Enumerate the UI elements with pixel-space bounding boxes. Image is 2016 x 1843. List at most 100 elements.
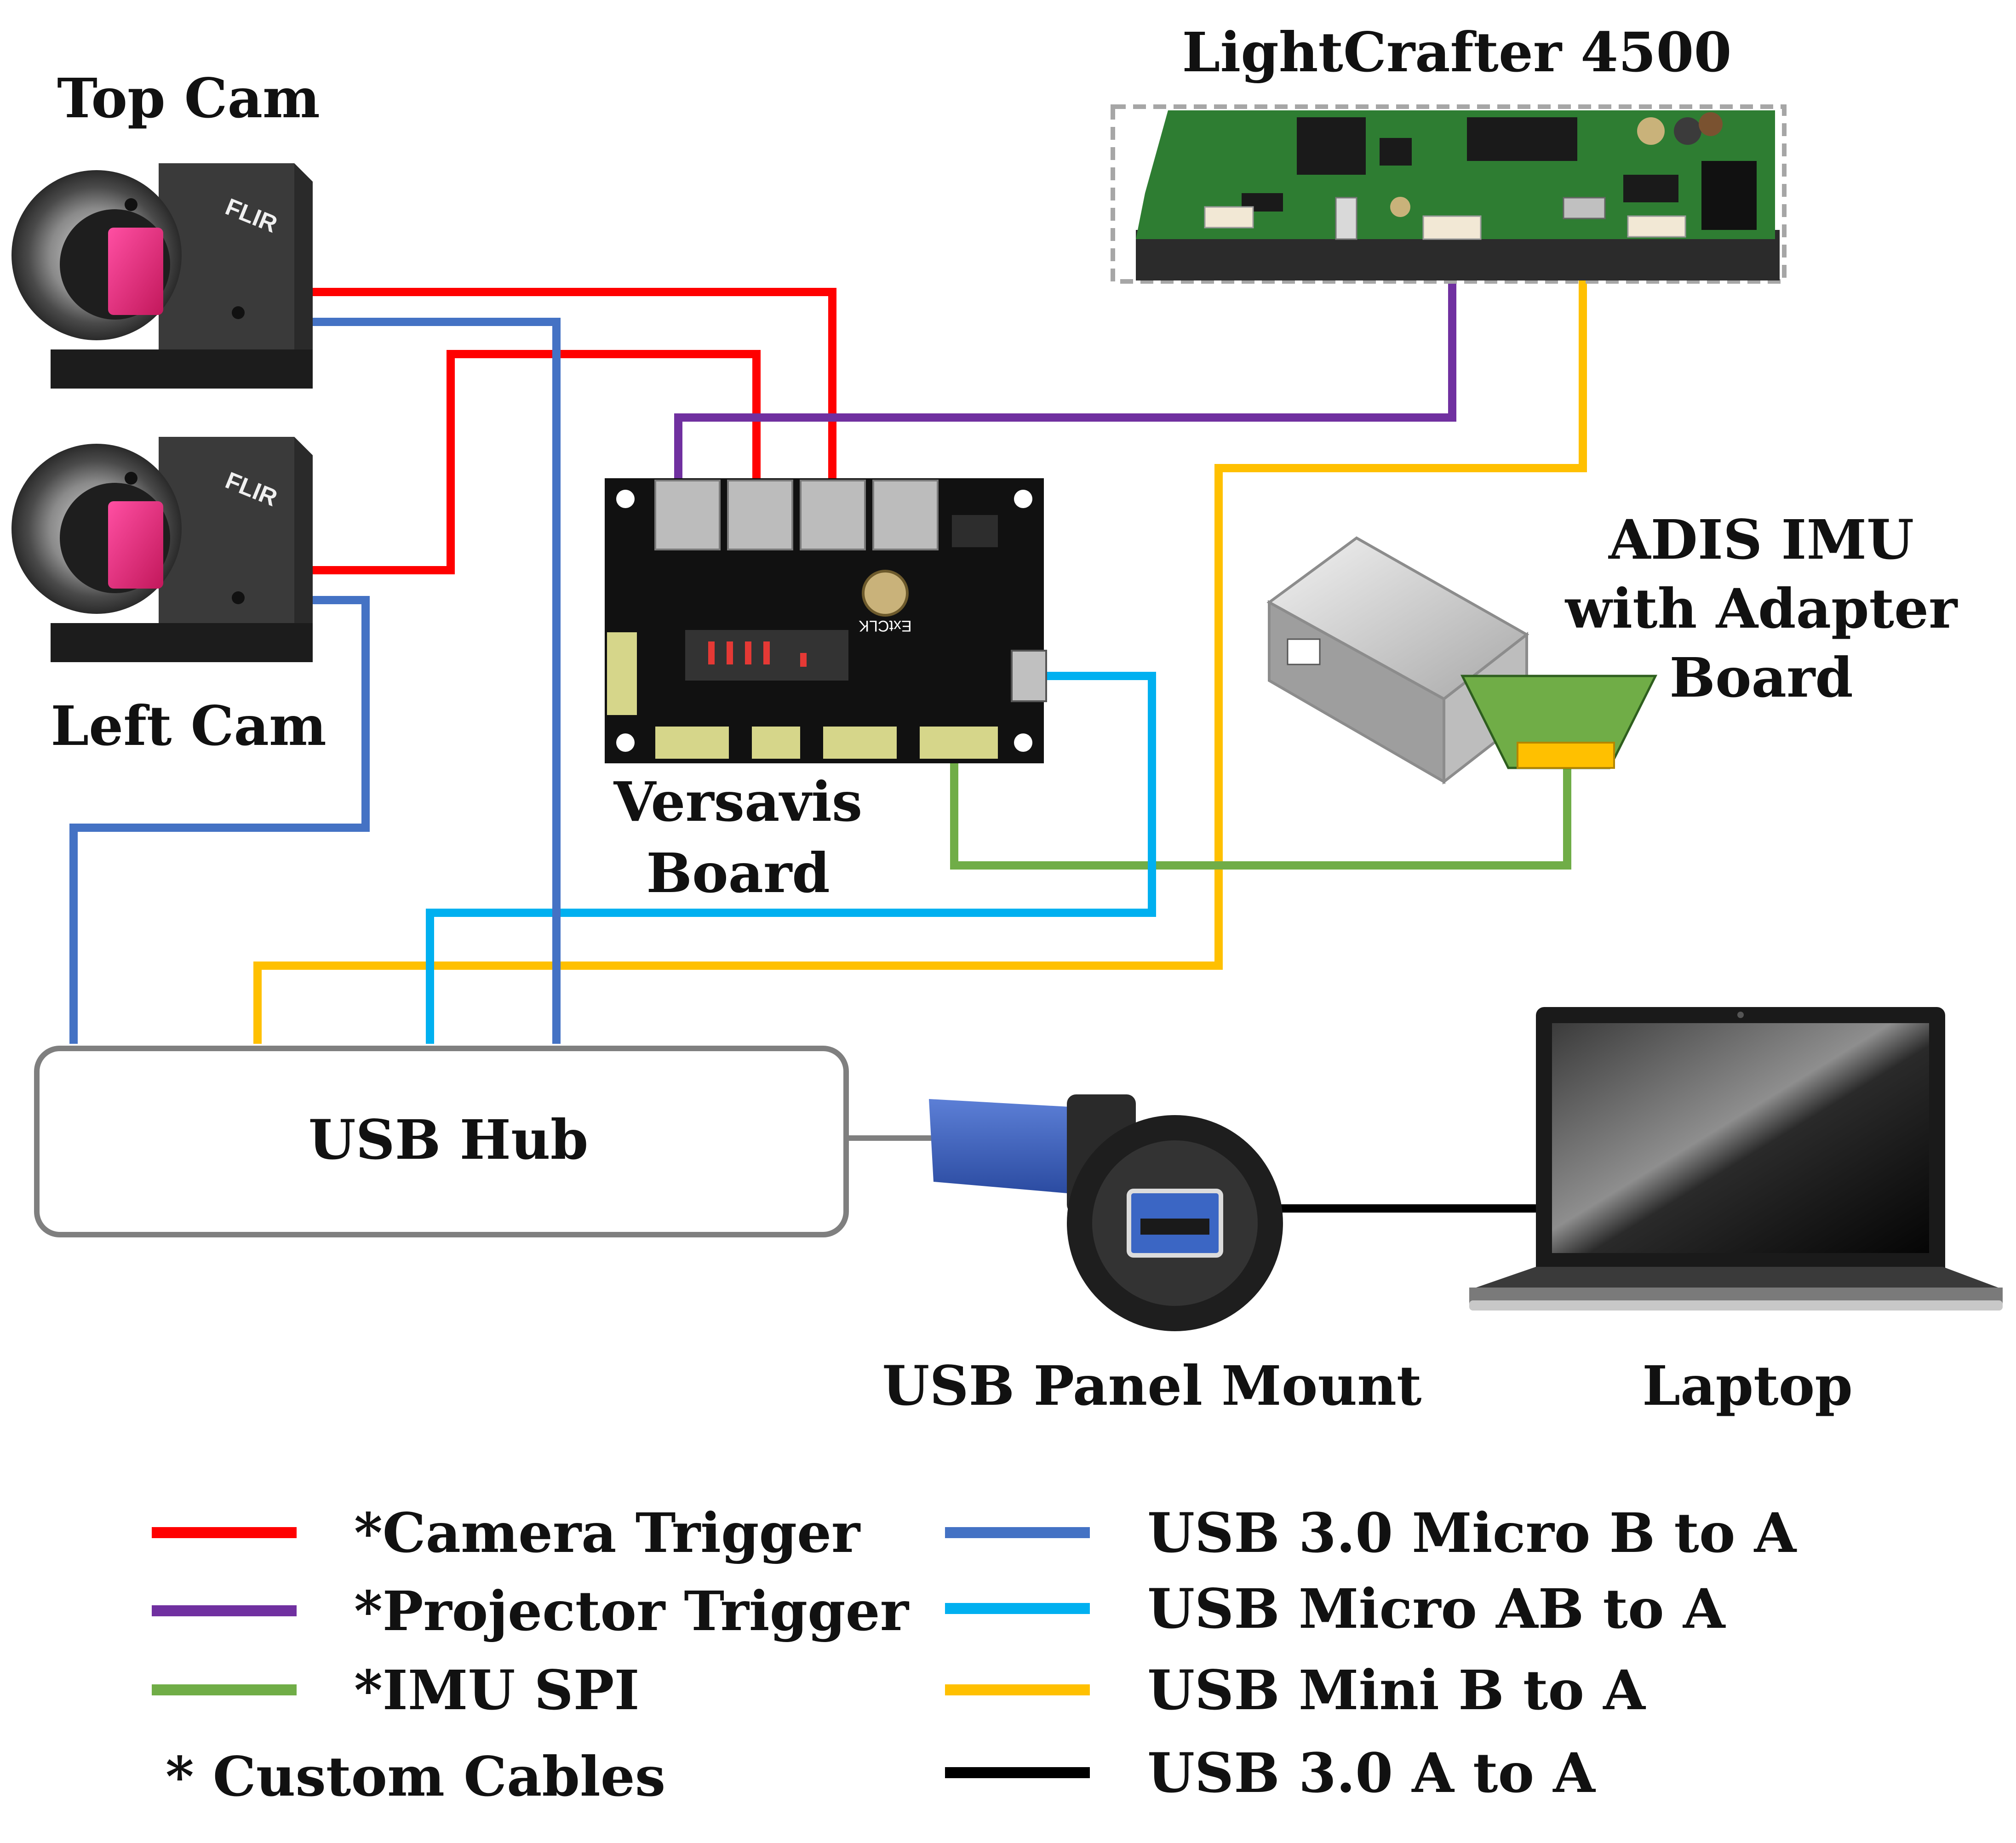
laptop-front-edge [1469,1300,2003,1311]
versavis-header-bottom-1 [655,727,729,759]
top-camera: FLIR [11,163,313,389]
lightcrafter-cap-1 [1637,117,1665,145]
top-camera-screw-2 [232,306,245,319]
usb-mini-b-wire [253,216,1587,1044]
lightcrafter-chip-3 [1380,138,1412,166]
versavis-connector-2 [727,480,793,550]
imu-label-line1: ADIS IMU [1608,508,1914,572]
top-camera-body-front [159,163,294,370]
usb-hub: USB Hub [34,1046,849,1237]
versavis-led-1 [708,641,715,664]
legend-label-projector-trigger: *Projector Trigger [354,1579,910,1643]
versavis-led-5 [800,653,807,667]
versavis-header-left [607,632,637,715]
left-camera-body-front [159,437,294,644]
versavis-header-bottom-2 [752,727,800,759]
versavis-label-line2: Board [646,841,830,905]
legend-item-usb3-a-to-a: USB 3.0 A to A [945,1741,1596,1805]
legend-label-camera-trigger: *Camera Trigger [354,1501,861,1565]
usb-micro-ab-wire [426,672,1156,1044]
legend-item-usb3-micro-b: USB 3.0 Micro B to A [945,1501,1797,1565]
lightcrafter-connector-4 [1204,206,1254,229]
left-camera-sensor [108,501,163,589]
adis-imu [1266,536,1658,785]
versavis-extclk-label: ExtCLK [859,617,912,635]
legend-item-usb-mini-b: USB Mini B to A [945,1658,1646,1722]
versavis-board: ExtCLK [605,478,1047,763]
usb3-micro-b-wire-left [69,596,370,1044]
legend-label-usb3-micro-b: USB 3.0 Micro B to A [1147,1501,1797,1565]
lightcrafter-coil [1699,112,1723,136]
imu-label-line2: with Adapter [1564,577,1958,641]
lightcrafter-dashed-frame [1111,104,1787,284]
laptop-screen [1552,1023,1929,1253]
lightcrafter-cap-2 [1674,117,1701,145]
legend: *Camera Trigger *Projector Trigger *IMU … [152,1501,1797,1809]
versavis-led-4 [763,641,770,664]
legend-label-usb-mini-b: USB Mini B to A [1147,1658,1646,1722]
versavis-hole-3 [616,733,635,752]
versavis-usb-port [1011,650,1047,702]
lightcrafter-board [1111,104,1787,284]
imu-label-line3: Board [1669,646,1853,710]
versavis-connector-3 [800,480,866,550]
usb-panel-mount: USB Panel Mount [882,1094,1422,1418]
left-camera-base [51,623,313,662]
legend-item-camera-trigger: *Camera Trigger [152,1501,861,1565]
versavis-connector-1 [654,480,721,550]
laptop-keyboard-deck [1476,1267,1998,1288]
versavis-header-bottom-3 [823,727,897,759]
panel-mount-label: USB Panel Mount [882,1354,1421,1418]
legend-label-imu-spi: *IMU SPI [354,1658,640,1722]
legend-item-projector-trigger: *Projector Trigger [152,1579,910,1643]
panel-mount-port-tongue [1140,1219,1209,1235]
top-cam-label: Top Cam [57,66,320,130]
camera-trigger-wire-left [304,350,761,574]
versavis-header-bottom-4 [920,727,998,759]
versavis-chip [952,515,998,547]
top-camera-base [51,349,313,389]
lightcrafter-dc-jack [1701,161,1757,230]
lightcrafter-chip-main [1297,117,1366,175]
panel-mount-blue-plug [929,1099,1094,1196]
legend-label-usb-micro-ab: USB Micro AB to A [1147,1577,1726,1641]
top-camera-screw [125,198,137,211]
lightcrafter-connector-trigger [1422,215,1482,240]
left-camera-screw-2 [232,591,245,604]
wires [69,216,1587,1213]
lightcrafter-chip-5 [1623,175,1678,202]
laptop-label: Laptop [1642,1354,1853,1418]
left-camera-screw [125,472,137,485]
versavis-sma-connector [862,570,909,617]
lightcrafter-switch [1335,197,1357,240]
versavis-label-line1: Versavis [613,770,863,834]
versavis-led-3 [745,641,751,664]
legend-label-usb3-a-to-a: USB 3.0 A to A [1147,1741,1596,1805]
top-camera-sensor [108,228,163,315]
lightcrafter-label: LightCrafter 4500 [1182,20,1731,84]
imu-barcode [1287,638,1321,665]
imu-adapter-connector [1517,742,1615,769]
usb-hub-box [34,1046,849,1237]
usb-hub-label: USB Hub [309,1108,589,1172]
laptop-base [1469,1288,2003,1304]
left-camera: FLIR [11,437,313,662]
versavis-hole-2 [1014,490,1032,508]
usb3-micro-b-wire-top [304,318,561,1044]
versavis-hole-4 [1014,733,1032,752]
projector-trigger-wire [674,216,1456,481]
versavis-led-2 [727,641,733,664]
lightcrafter-connector-3 [1627,215,1686,238]
lightcrafter-connector-usb [1563,197,1606,219]
lightcrafter-chip-2 [1467,117,1577,161]
laptop: Laptop [1469,1007,2003,1418]
imu-spi-wire [950,763,1571,870]
lightcrafter-cap-3 [1390,197,1410,217]
versavis-hole-1 [616,490,635,508]
versavis-connector-4 [872,480,939,550]
legend-item-imu-spi: *IMU SPI [152,1658,640,1722]
legend-item-usb-micro-ab: USB Micro AB to A [945,1577,1726,1641]
left-cam-label: Left Cam [51,694,326,758]
lightcrafter-pcb [1136,110,1775,239]
